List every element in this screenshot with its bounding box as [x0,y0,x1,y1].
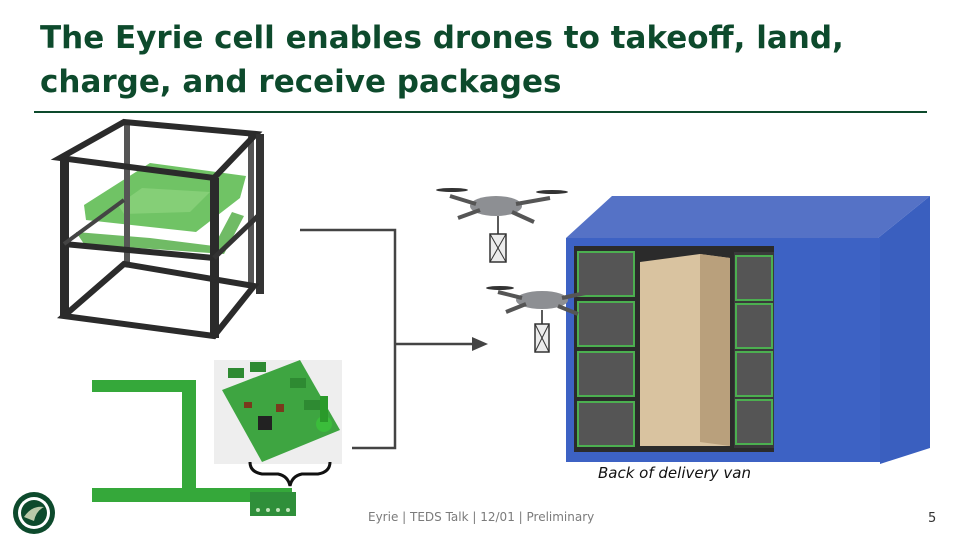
connector-arrow [300,228,488,450]
eyrie-logo-icon [13,492,55,534]
eyrie-cell-frame-image [50,118,264,340]
van-caption: Back of delivery van [598,464,751,482]
pcb-trace-image [92,380,296,516]
delivery-van-image [566,196,930,464]
brace-icon [248,461,332,487]
slide-title: The Eyrie cell enables drones to takeoff… [40,20,844,100]
charging-board-image [214,360,342,464]
drone-icon [436,188,568,234]
footer-text: Eyrie | TEDS Talk | 12/01 | Preliminary [368,510,595,524]
drone-icon [486,286,591,324]
title-divider [34,111,927,113]
package-icon [489,233,507,263]
page-number: 5 [928,511,937,526]
arrow-right-icon [472,337,488,351]
package-icon [534,323,550,353]
